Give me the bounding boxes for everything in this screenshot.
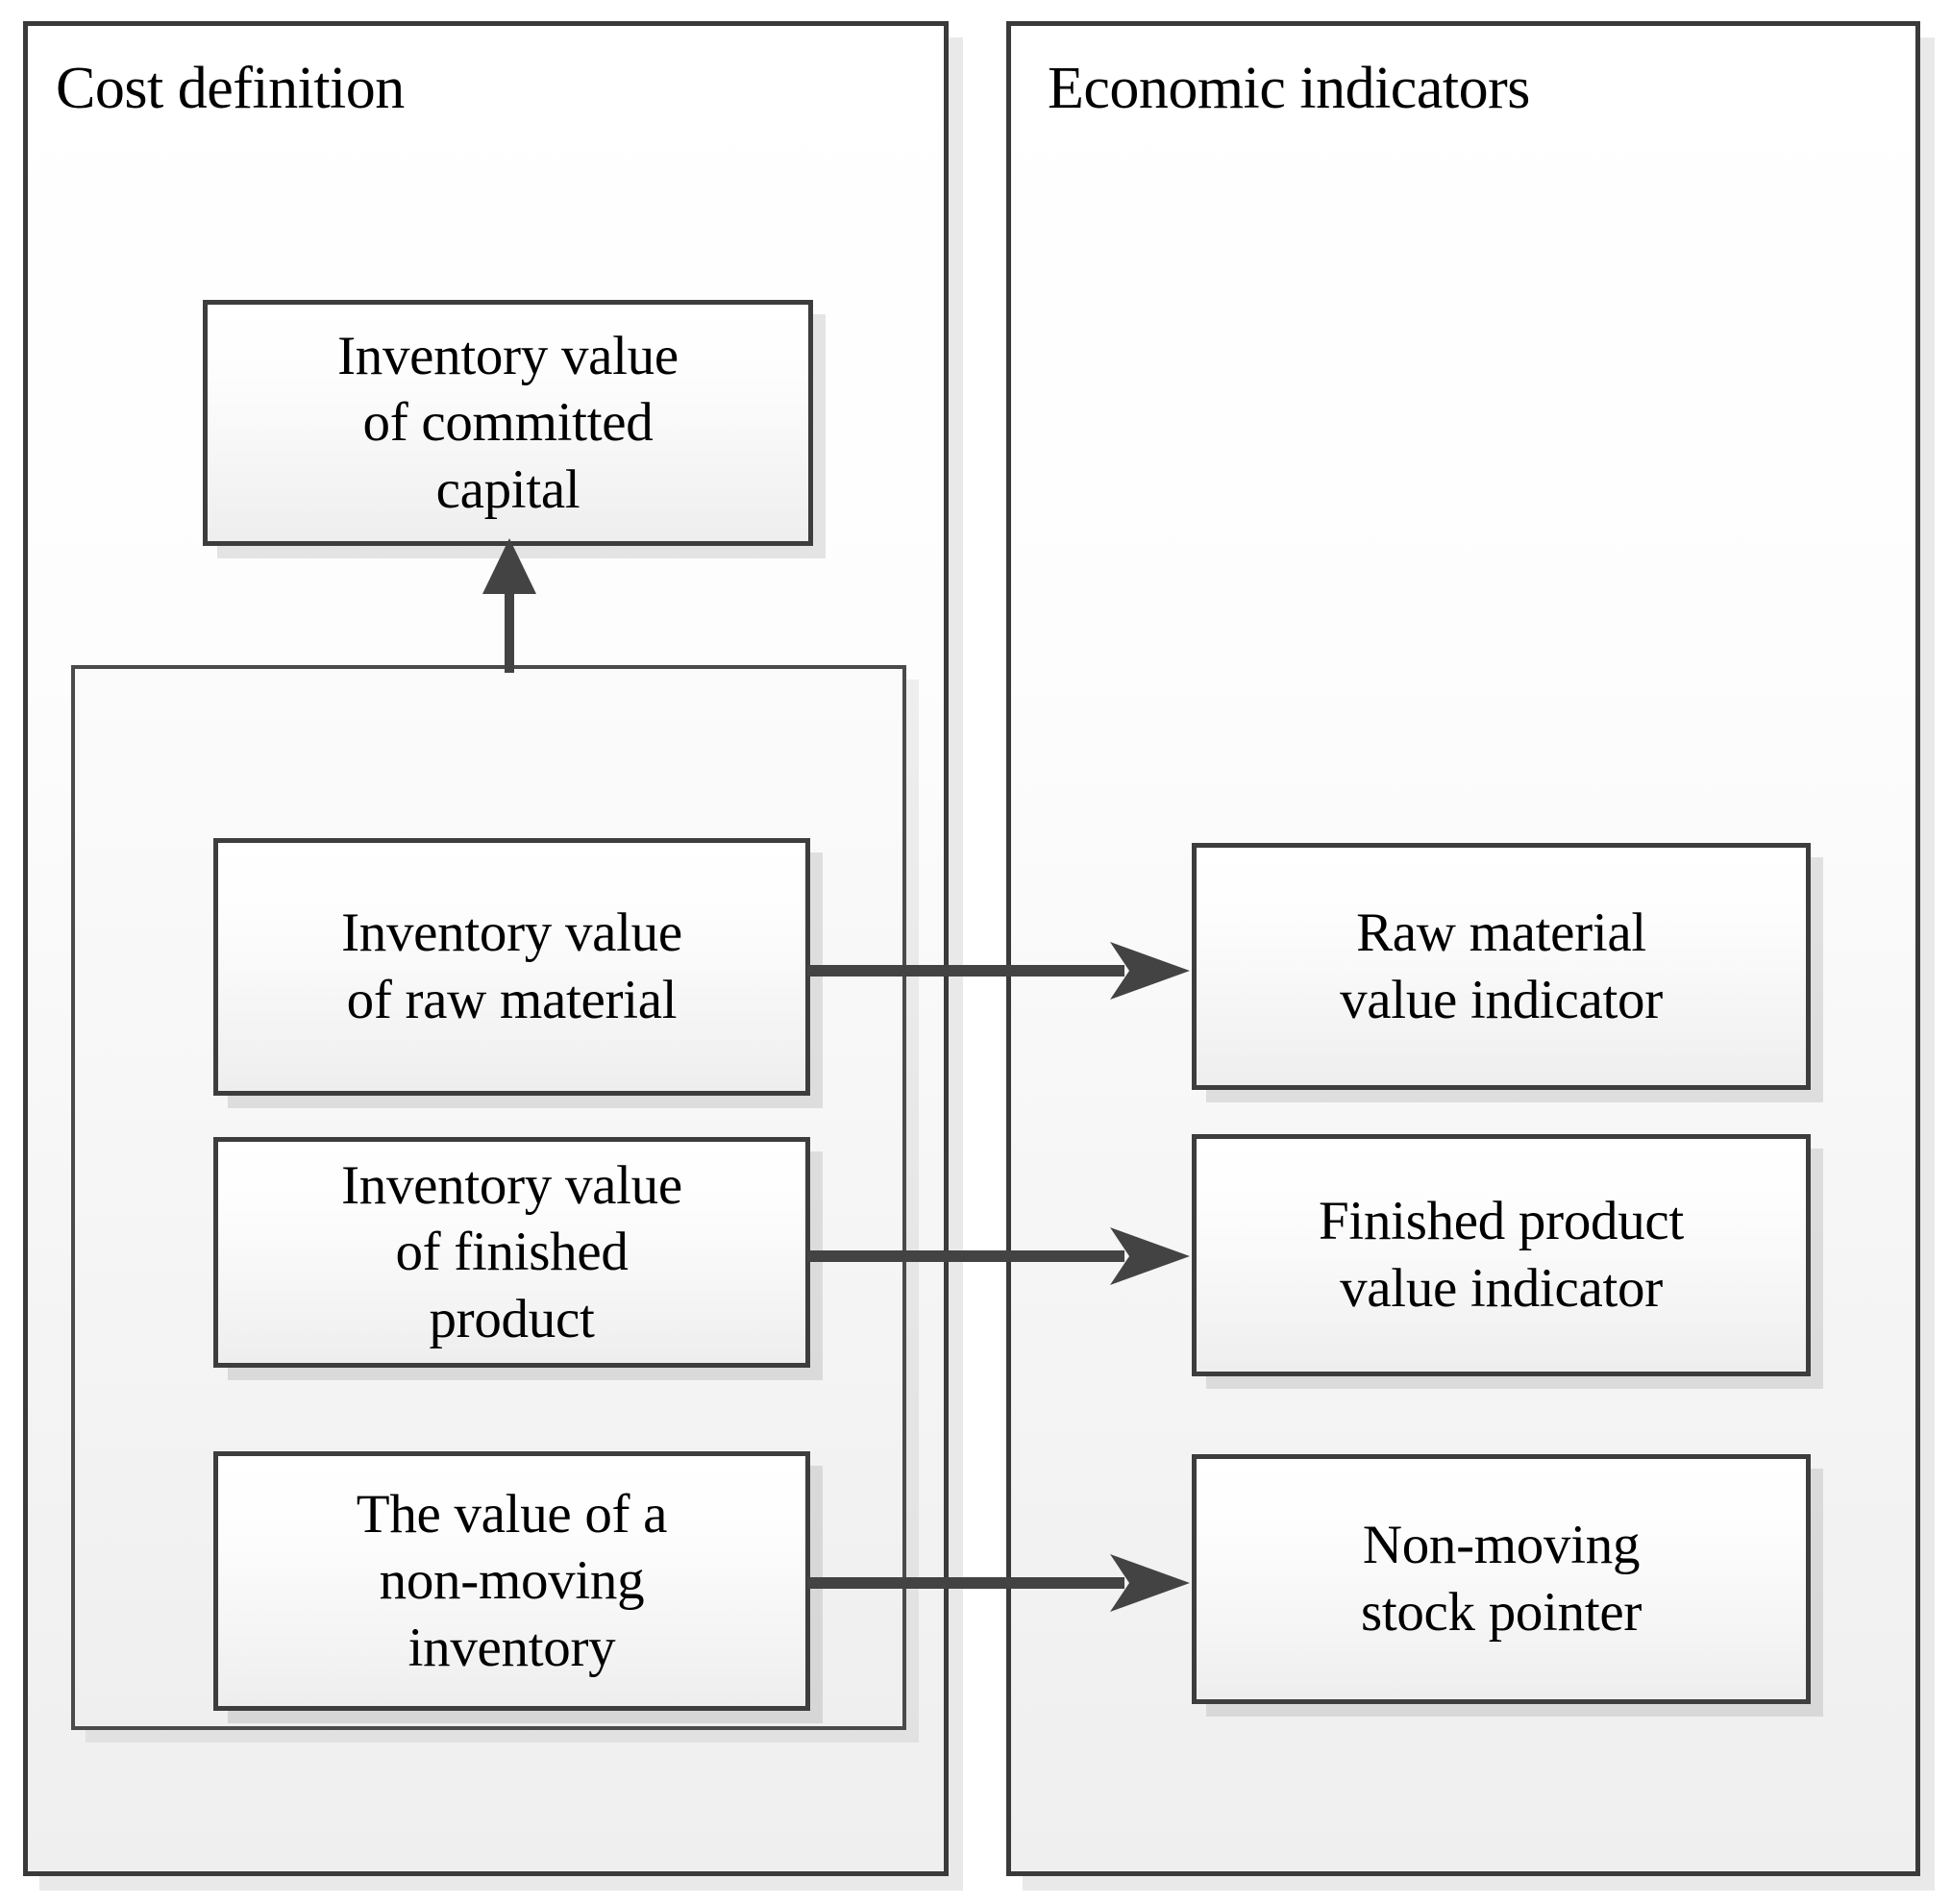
box-value-of-non-moving-inventory[interactable]: The value of a non-moving inventory <box>213 1451 810 1711</box>
box-label: The value of a non-moving inventory <box>356 1483 668 1678</box>
box-inventory-value-of-finished-product[interactable]: Inventory value of finished product <box>213 1137 810 1368</box>
box-label: Inventory value of finished product <box>341 1154 682 1349</box>
panel-cost-definition-title: Cost definition <box>56 56 405 121</box>
box-label: Finished product value indicator <box>1319 1191 1684 1319</box>
panel-economic-indicators-title: Economic indicators <box>1048 56 1530 121</box>
box-raw-material-value-indicator[interactable]: Raw material value indicator <box>1192 843 1811 1090</box>
box-label: Raw material value indicator <box>1340 902 1663 1030</box>
box-label: Inventory value of raw material <box>341 903 682 1030</box>
box-label: Inventory value of committed capital <box>337 325 679 520</box>
box-label: Non-moving stock pointer <box>1360 1515 1642 1643</box>
box-finished-product-value-indicator[interactable]: Finished product value indicator <box>1192 1134 1811 1376</box>
box-inventory-value-of-raw-material[interactable]: Inventory value of raw material <box>213 838 810 1096</box>
box-inventory-value-of-committed-capital[interactable]: Inventory value of committed capital <box>203 300 813 546</box>
box-non-moving-stock-pointer[interactable]: Non-moving stock pointer <box>1192 1454 1811 1704</box>
